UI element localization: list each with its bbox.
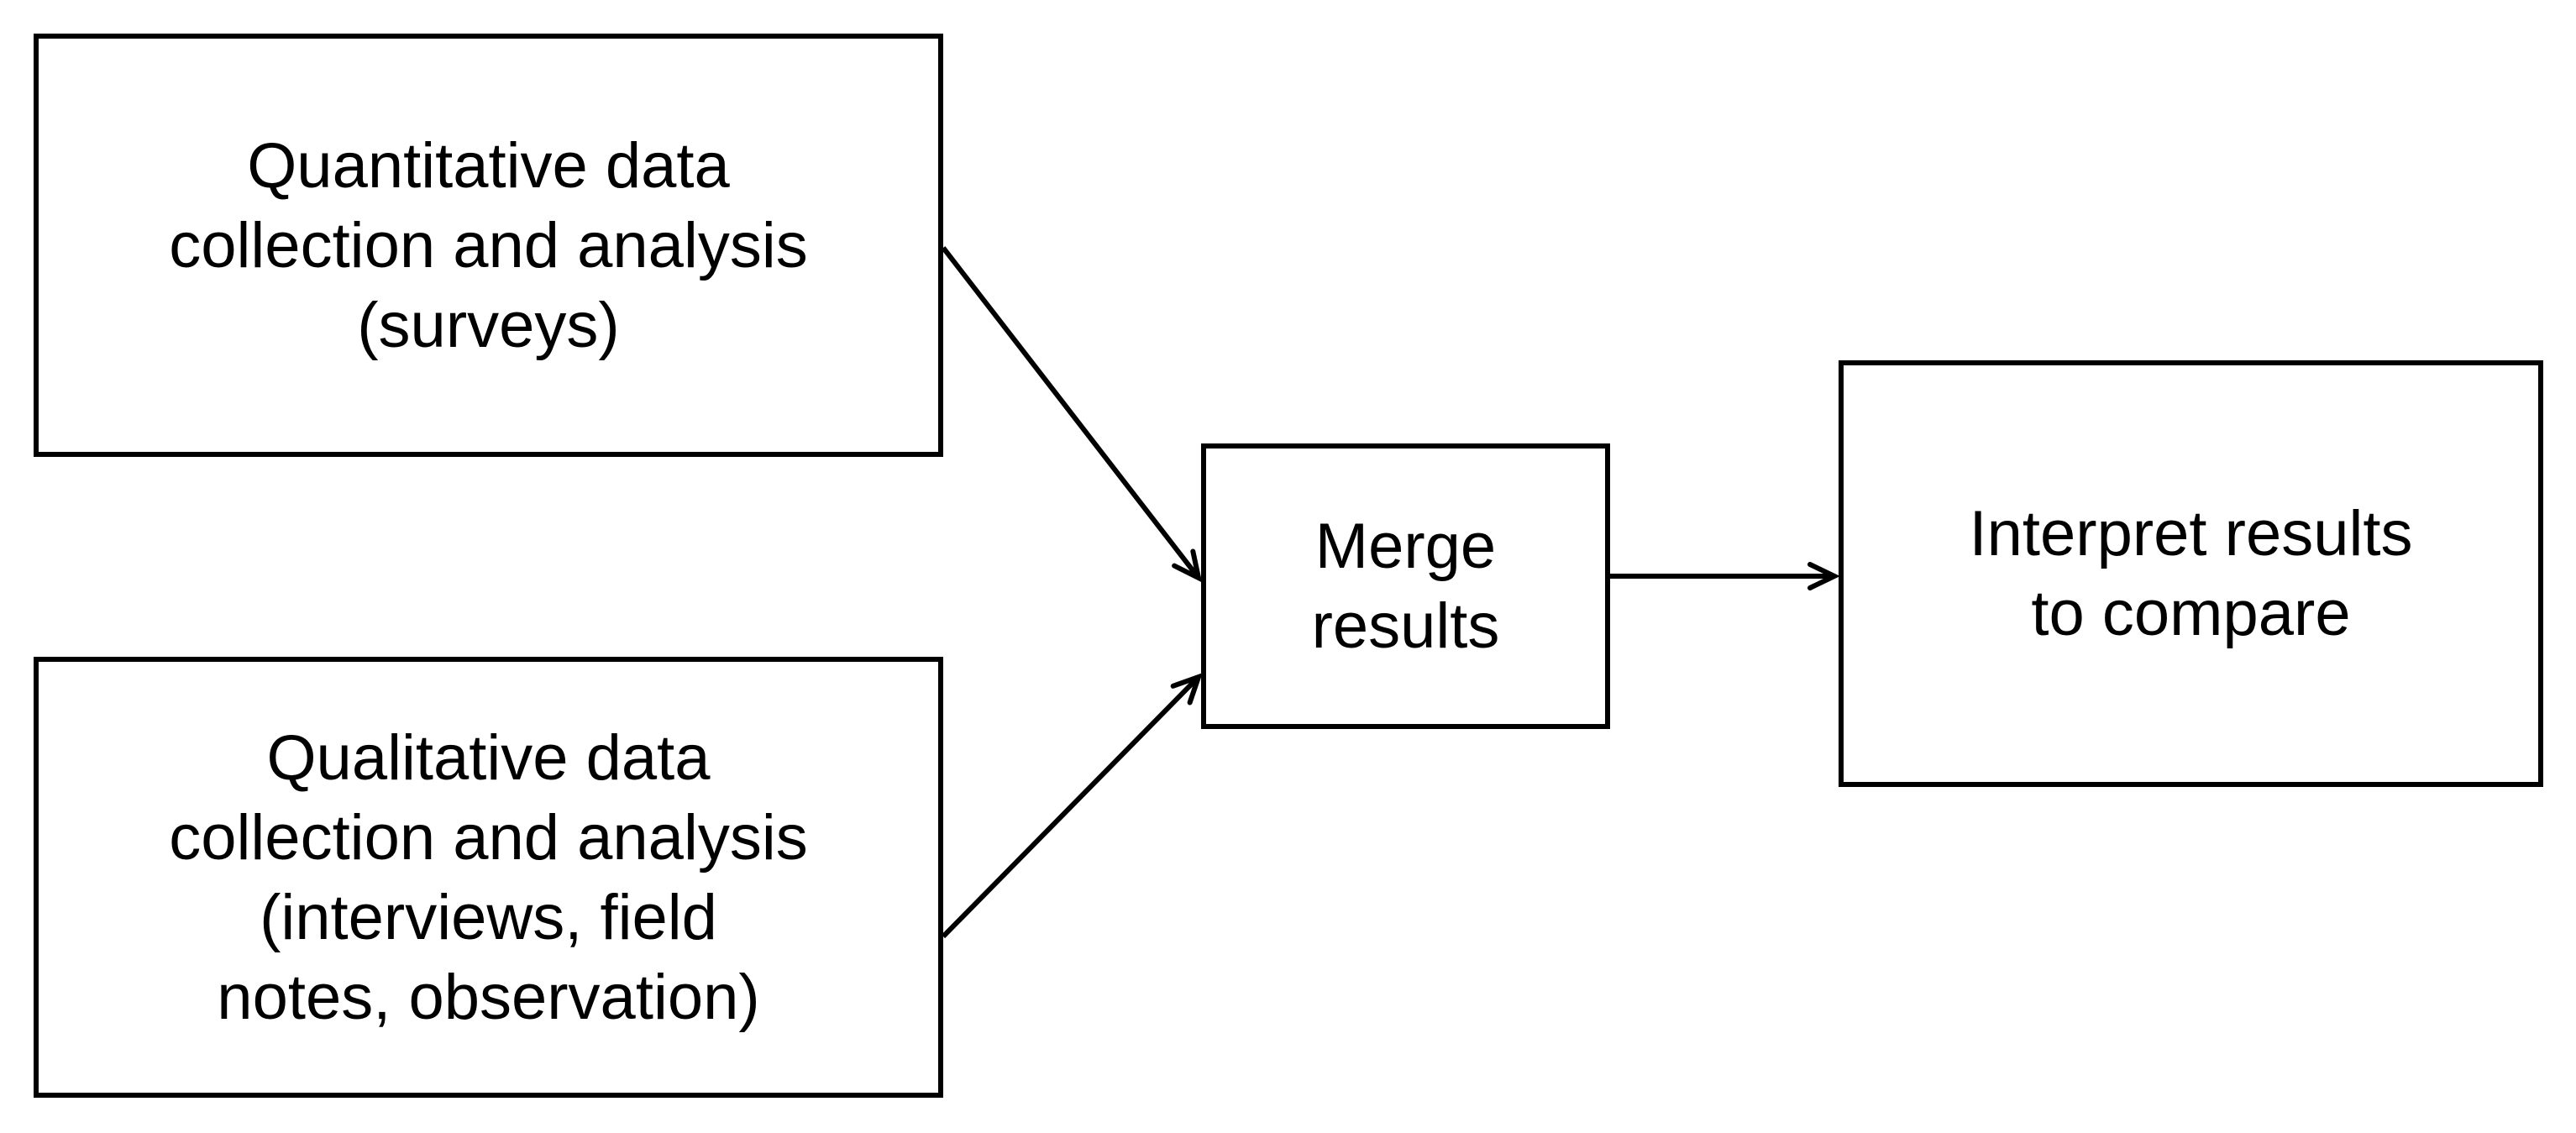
arrow-qualitative-to-merge	[941, 673, 1203, 939]
box-merge-results: Merge results	[1201, 443, 1610, 729]
box-merge-results-label: Merge results	[1311, 511, 1500, 662]
arrow-quantitative-to-merge	[941, 246, 1203, 583]
box-qualitative-data-label: Qualitative data collection and analysis…	[169, 721, 808, 1033]
box-interpret-results: Interpret results to compare	[1839, 360, 2543, 787]
box-qualitative-data: Qualitative data collection and analysis…	[34, 657, 943, 1098]
box-interpret-results-label: Interpret results to compare	[1969, 498, 2413, 649]
box-quantitative-data-label: Quantitative data collection and analysi…	[169, 129, 808, 361]
box-quantitative-data: Quantitative data collection and analysi…	[34, 34, 943, 457]
